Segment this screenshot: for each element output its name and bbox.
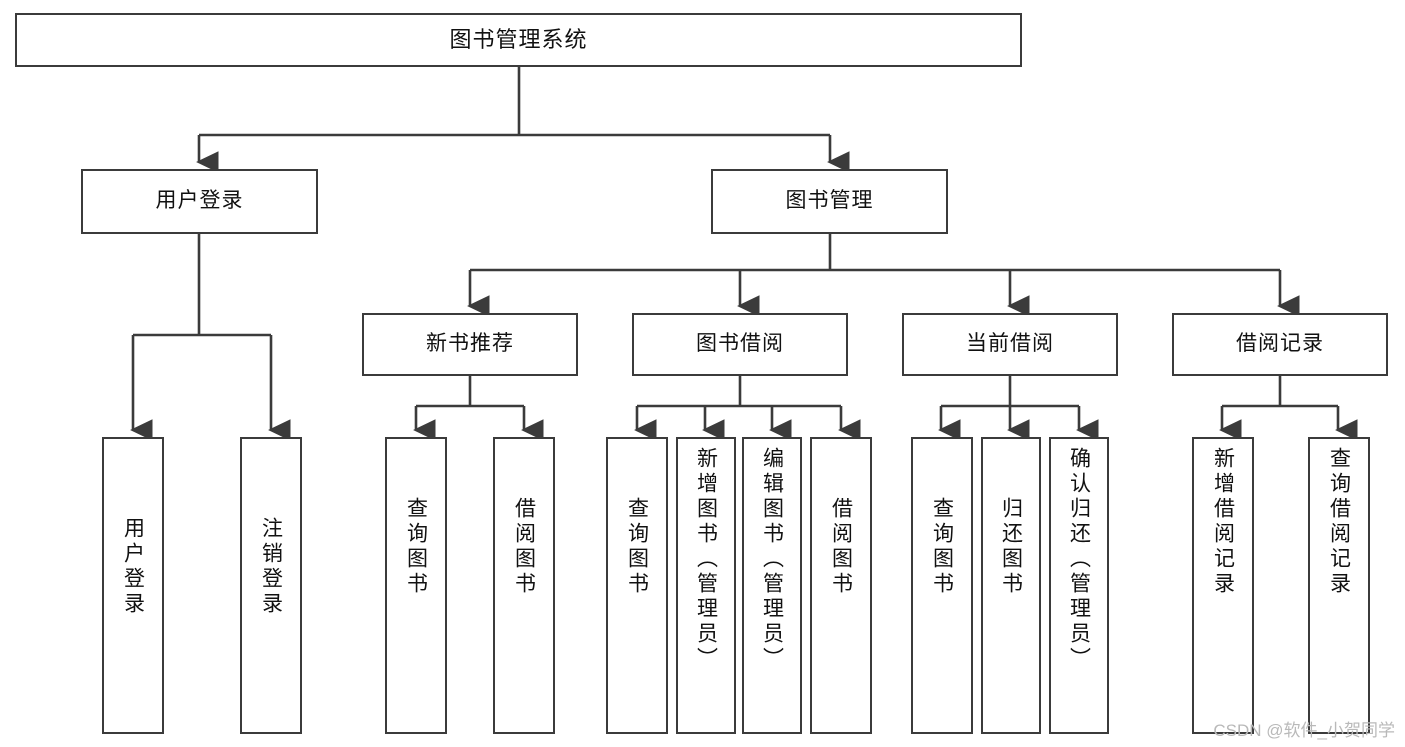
node-label: 确认归还（管理员） — [1067, 447, 1091, 672]
node-label: 归还图书 — [999, 497, 1023, 597]
leaf-current-borrow-return-book[interactable]: 归还图书 — [981, 437, 1041, 734]
leaf-book-borrow-borrow-book[interactable]: 借阅图书 — [810, 437, 872, 734]
node-current-borrow[interactable]: 当前借阅 — [902, 313, 1118, 376]
node-label: 查询借阅记录 — [1327, 447, 1351, 597]
leaf-borrow-record-query-record[interactable]: 查询借阅记录 — [1308, 437, 1370, 734]
leaf-new-book-borrow-book[interactable]: 借阅图书 — [493, 437, 555, 734]
node-user-login[interactable]: 用户登录 — [81, 169, 318, 234]
node-label: 编辑图书（管理员） — [760, 447, 784, 672]
node-label: 图书管理系统 — [449, 27, 588, 53]
node-label: 用户登录 — [155, 189, 244, 213]
leaf-book-borrow-edit-book-admin[interactable]: 编辑图书（管理员） — [742, 437, 802, 734]
node-book-borrow[interactable]: 图书借阅 — [632, 313, 848, 376]
leaf-user-login-logout[interactable]: 注销登录 — [240, 437, 302, 734]
node-label: 图书借阅 — [696, 332, 784, 356]
node-label: 查询图书 — [930, 497, 954, 597]
node-label: 借阅图书 — [829, 497, 853, 597]
leaf-borrow-record-add-record[interactable]: 新增借阅记录 — [1192, 437, 1254, 734]
node-label: 图书管理 — [785, 189, 874, 213]
node-label: 新增借阅记录 — [1211, 447, 1235, 597]
node-borrow-record[interactable]: 借阅记录 — [1172, 313, 1388, 376]
node-label: 注销登录 — [259, 517, 283, 617]
leaf-new-book-query-book[interactable]: 查询图书 — [385, 437, 447, 734]
node-book-management[interactable]: 图书管理 — [711, 169, 948, 234]
node-label: 当前借阅 — [966, 332, 1054, 356]
node-label: 用户登录 — [121, 517, 145, 617]
csdn-watermark: CSDN @软件_小贺同学 — [1213, 721, 1395, 740]
node-label: 借阅图书 — [512, 497, 536, 597]
node-label: 借阅记录 — [1236, 332, 1324, 356]
node-label: 新书推荐 — [426, 332, 514, 356]
node-label: 查询图书 — [625, 497, 649, 597]
leaf-current-borrow-confirm-return-admin[interactable]: 确认归还（管理员） — [1049, 437, 1109, 734]
leaf-book-borrow-add-book-admin[interactable]: 新增图书（管理员） — [676, 437, 736, 734]
leaf-book-borrow-query-book[interactable]: 查询图书 — [606, 437, 668, 734]
node-new-book-recommend[interactable]: 新书推荐 — [362, 313, 578, 376]
node-label: 新增图书（管理员） — [694, 447, 718, 672]
leaf-current-borrow-query-book[interactable]: 查询图书 — [911, 437, 973, 734]
leaf-user-login-login[interactable]: 用户登录 — [102, 437, 164, 734]
node-label: 查询图书 — [404, 497, 428, 597]
node-book-management-system[interactable]: 图书管理系统 — [15, 13, 1022, 67]
